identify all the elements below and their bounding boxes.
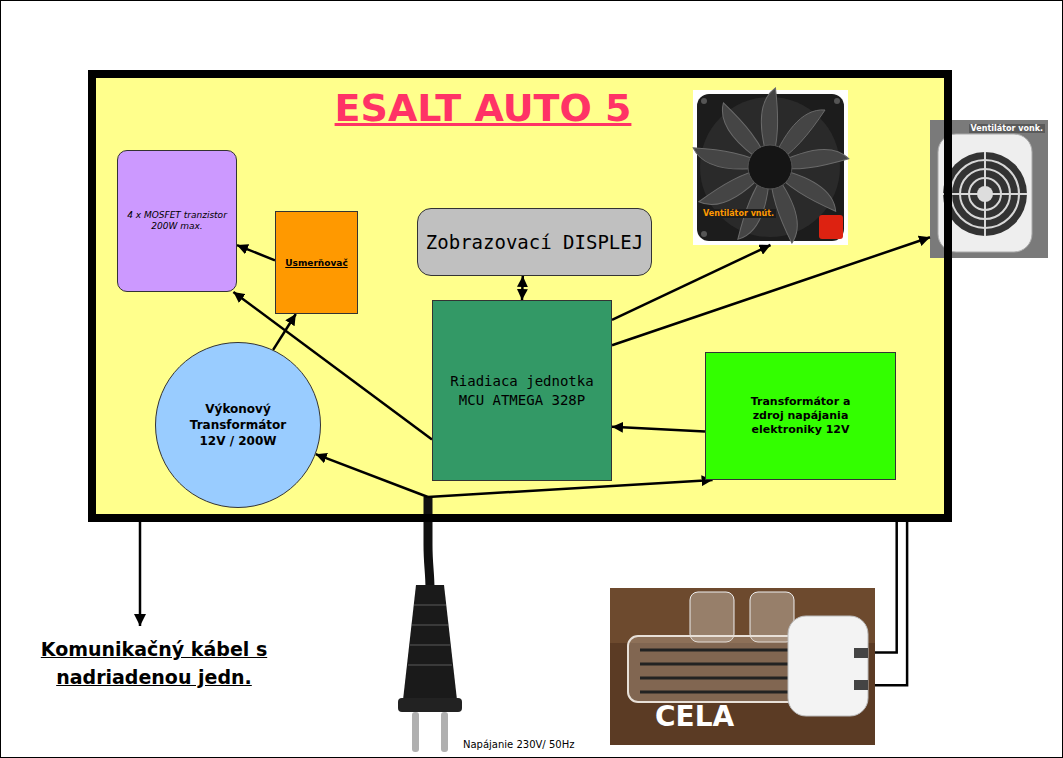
transformer-circle: Výkonový Transformátor 12V / 200W <box>155 342 321 508</box>
mains-plug: Napájanie 230V/ 50Hz <box>395 497 700 757</box>
node-text: 4 x MOSFET tranzistor 200W max. <box>124 210 230 233</box>
plug-pin <box>441 712 448 752</box>
cell-plate <box>640 663 800 666</box>
mosfet-box: 4 x MOSFET tranzistor 200W max. <box>117 150 237 292</box>
plug-ridge <box>414 604 446 606</box>
fan-hub <box>748 145 792 189</box>
cell-plate <box>640 649 800 652</box>
cell-plate <box>640 677 800 680</box>
cell-terminal <box>854 680 868 690</box>
connector <box>875 522 897 652</box>
cable-arrow <box>139 522 142 626</box>
cell-cup <box>690 592 734 642</box>
node-text: ESALT AUTO 5 <box>335 86 632 130</box>
display-box: Zobrazovací DISPLEJ <box>417 208 652 276</box>
node-text: CELA <box>655 700 734 733</box>
fan-hole <box>834 98 840 104</box>
fan-frame <box>938 134 1032 252</box>
node-text: Riadiaca jednotka MCU ATMEGA 328P <box>442 372 602 410</box>
node-text: Ventilátor vnút. <box>701 209 776 218</box>
node-text: Usmerňovač <box>285 258 347 268</box>
plug-ridge <box>408 664 452 666</box>
cell-terminal <box>854 648 868 658</box>
connector <box>316 454 428 497</box>
connector <box>612 237 930 345</box>
cell-connector <box>788 616 868 716</box>
panel-fill <box>88 70 952 522</box>
cell-cup <box>750 592 794 642</box>
connector <box>273 314 296 350</box>
inner-fan-picture <box>693 88 849 245</box>
fan-opening <box>943 152 1027 236</box>
logo-badge <box>819 215 843 239</box>
plug-ridge <box>410 644 450 646</box>
cable-label: Komunikačný kábel s nadriadenou jedn. <box>20 636 288 691</box>
connector <box>237 245 275 260</box>
connector <box>875 522 907 685</box>
plug-picture <box>398 497 462 752</box>
plug-pin <box>412 712 419 752</box>
node-text: Transformátor a zdroj napájania elektron… <box>735 395 867 438</box>
fan-hole <box>701 231 707 237</box>
cell-plate <box>640 691 800 694</box>
power-cable <box>428 497 430 590</box>
node-text: Napájanie 230V/ 50Hz <box>462 739 575 750</box>
connector <box>521 276 524 300</box>
node-text: Výkonový Transformátor 12V / 200W <box>182 401 294 450</box>
connector <box>428 480 713 497</box>
device-housing: ESALT AUTO 5 Ventilátor vnút. 4 x MOSFET t… <box>88 70 952 522</box>
fan-hole <box>701 98 707 104</box>
photo-ground <box>610 588 875 745</box>
cell-picture <box>610 588 875 745</box>
psu-box: Transformátor a zdroj napájania elektron… <box>705 352 896 480</box>
inner-fan: Ventilátor vnút. <box>693 90 848 245</box>
plug-body <box>403 585 457 700</box>
electrolysis-cell: CELA <box>610 588 875 745</box>
plug-ridge <box>412 624 448 626</box>
plug-face <box>398 698 462 712</box>
outer-fan: Ventilátor vonk. <box>930 120 1048 258</box>
node-text: Ventilátor vonk. <box>969 124 1045 133</box>
fan-hub <box>977 186 993 202</box>
mcu-box: Riadiaca jednotka MCU ATMEGA 328P <box>432 300 612 481</box>
connector <box>612 427 705 432</box>
node-text: Zobrazovací DISPLEJ <box>426 231 643 253</box>
rectifier-box: Usmerňovač <box>275 211 358 314</box>
